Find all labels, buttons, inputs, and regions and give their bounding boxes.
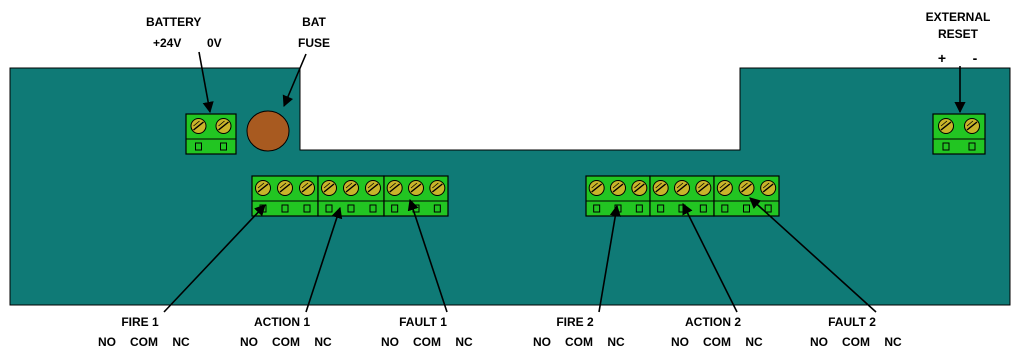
screw-terminal: [738, 180, 755, 196]
relay-pointer-arrow: [163, 204, 266, 313]
wire-entry-slot: [281, 204, 289, 213]
relay-pointer-arrow: [407, 198, 448, 313]
wire-entry-slot: [743, 204, 750, 213]
contact-label-nc: NC: [745, 335, 763, 349]
screw-terminal: [408, 180, 424, 196]
circuit-board: [9, 67, 1011, 306]
wire-entry-slot: [347, 204, 355, 213]
relay-group-action2: ACTION 2 NO COM NC: [671, 202, 763, 349]
relay-pointer-arrow: [598, 204, 621, 313]
relay-terminal-block-left: [251, 175, 449, 217]
wire-entry-slot: [699, 204, 707, 213]
relay-pointer-arrow: [305, 206, 343, 313]
contact-label-no: NO: [240, 335, 258, 349]
relay-group-fire1: FIRE 1 NO COM NC: [98, 204, 266, 349]
wire-entry-slot: [325, 204, 333, 213]
screw-terminal: [610, 180, 626, 196]
wire-entry-slot: [391, 204, 399, 213]
relay-group-fault1: FAULT 1NO COM NC: [381, 198, 473, 349]
screw-terminal: [299, 180, 315, 196]
contact-label-nc: NC: [455, 335, 473, 349]
screw-terminal: [429, 180, 446, 196]
relay-group-title: ACTION 2: [685, 315, 741, 329]
contact-label-com: COM: [413, 335, 441, 349]
relay-group-fault2: FAULT 2NO COM NC: [749, 197, 902, 349]
wire-entry-slot: [721, 204, 729, 213]
relay-group-title: FIRE 1: [121, 315, 159, 329]
screw-terminal: [716, 180, 733, 196]
screw-terminal: [588, 180, 605, 196]
relay-group-title: FAULT 1: [399, 315, 447, 329]
contact-label-nc: NC: [172, 335, 190, 349]
contact-label-com: COM: [703, 335, 731, 349]
relay-group-title: ACTION 1: [254, 315, 310, 329]
bat-fuse-label-line1: BAT: [302, 15, 326, 29]
wire-entry-slot: [764, 204, 772, 213]
battery-pos-label: +24V: [153, 36, 181, 50]
contact-label-com: COM: [842, 335, 870, 349]
relay-group-title: FIRE 2: [556, 315, 594, 329]
external-reset-minus-label: -: [973, 50, 978, 66]
screw-terminal: [215, 118, 232, 134]
screw-terminal: [674, 180, 690, 196]
screw-terminal: [652, 180, 669, 196]
battery-neg-label: 0V: [207, 36, 222, 50]
screw-terminal: [277, 180, 293, 196]
fuse-pointer-arrow: [282, 53, 307, 108]
wire-entry-slot: [942, 142, 950, 151]
wire-entry-slot: [220, 142, 227, 151]
screw-terminal: [343, 180, 359, 196]
screw-terminal: [386, 180, 403, 196]
wire-entry-slot: [303, 204, 311, 213]
battery-pointer-arrow: [198, 51, 214, 114]
contact-label-com: COM: [130, 335, 158, 349]
contact-label-nc: NC: [314, 335, 332, 349]
external-reset-label-line1: EXTERNAL: [926, 10, 991, 24]
wire-entry-slot: [195, 142, 202, 151]
screw-terminal: [321, 180, 337, 196]
wire-entry-slot: [433, 204, 441, 213]
relay-pointer-arrow: [749, 197, 877, 313]
contact-label-no: NO: [533, 335, 551, 349]
contact-label-no: NO: [381, 335, 399, 349]
battery-label: BATTERY: [146, 15, 201, 29]
relay-group-fire2: FIRE 2 NO COM NC: [533, 204, 625, 349]
external-reset-plus-label: +: [938, 50, 946, 66]
relay-group-title: FAULT 2: [828, 315, 876, 329]
relay-terminal-block-right: [585, 175, 780, 217]
battery-fuse: [246, 110, 290, 152]
screw-terminal: [365, 180, 381, 196]
contact-label-nc: NC: [884, 335, 902, 349]
contact-label-no: NO: [671, 335, 689, 349]
relay-pointer-arrow: [682, 202, 738, 313]
battery-terminal-block: [185, 113, 237, 155]
screw-terminal: [190, 118, 207, 134]
screw-terminal: [631, 180, 648, 196]
contact-label-no: NO: [98, 335, 116, 349]
bat-fuse-label-line2: FUSE: [298, 36, 330, 50]
external-reset-label-line2: RESET: [938, 27, 979, 41]
screw-terminal: [760, 180, 777, 196]
top-pointer-arrows: [198, 51, 966, 114]
wire-entry-slot: [968, 142, 976, 151]
external-reset-terminal-block: [932, 113, 986, 155]
screw-terminal: [695, 180, 712, 196]
wire-entry-slot: [369, 204, 377, 213]
screw-terminal: [255, 180, 271, 196]
wire-entry-slot: [593, 204, 601, 213]
contact-label-com: COM: [272, 335, 300, 349]
wire-entry-slot: [657, 204, 665, 213]
contact-label-no: NO: [810, 335, 828, 349]
wire-entry-slot: [635, 204, 643, 213]
contact-label-nc: NC: [607, 335, 625, 349]
contact-label-com: COM: [565, 335, 593, 349]
screw-terminal: [938, 118, 954, 134]
relay-group-action1: ACTION 1 NO COM NC: [240, 206, 343, 349]
screw-terminal: [964, 118, 980, 134]
